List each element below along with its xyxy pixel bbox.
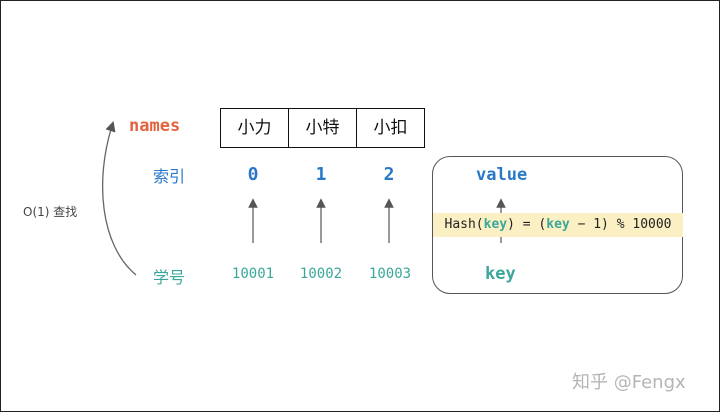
names-label: names	[129, 116, 181, 136]
index-label: 索引	[153, 167, 186, 186]
student-id-value: 10003	[368, 266, 412, 282]
formula-prefix: Hash(	[444, 217, 484, 232]
formula-middle: ) = (	[507, 217, 547, 232]
formula-key: key	[483, 217, 508, 232]
hash-formula: Hash(key) = (key − 1) % 10000	[433, 213, 683, 237]
array-cell: 小力	[221, 109, 289, 147]
key-label: key	[485, 264, 516, 284]
lookup-curve-arrow	[102, 121, 137, 276]
lookup-label: O(1) 查找	[23, 205, 78, 219]
student-id-label: 学号	[153, 268, 186, 287]
names-array: 小力 小特 小扣	[220, 108, 425, 148]
index-value: 0	[247, 164, 259, 185]
watermark: 知乎 @Fengx	[572, 372, 686, 393]
array-cell: 小特	[289, 109, 357, 147]
index-value: 2	[383, 164, 395, 185]
student-id-value: 10001	[231, 266, 275, 282]
index-value: 1	[315, 164, 327, 185]
student-id-value: 10002	[299, 266, 343, 282]
array-cell: 小扣	[373, 118, 408, 138]
value-label: value	[476, 165, 528, 185]
formula-key: key	[546, 217, 570, 232]
formula-suffix: − 1) % 10000	[569, 217, 672, 232]
